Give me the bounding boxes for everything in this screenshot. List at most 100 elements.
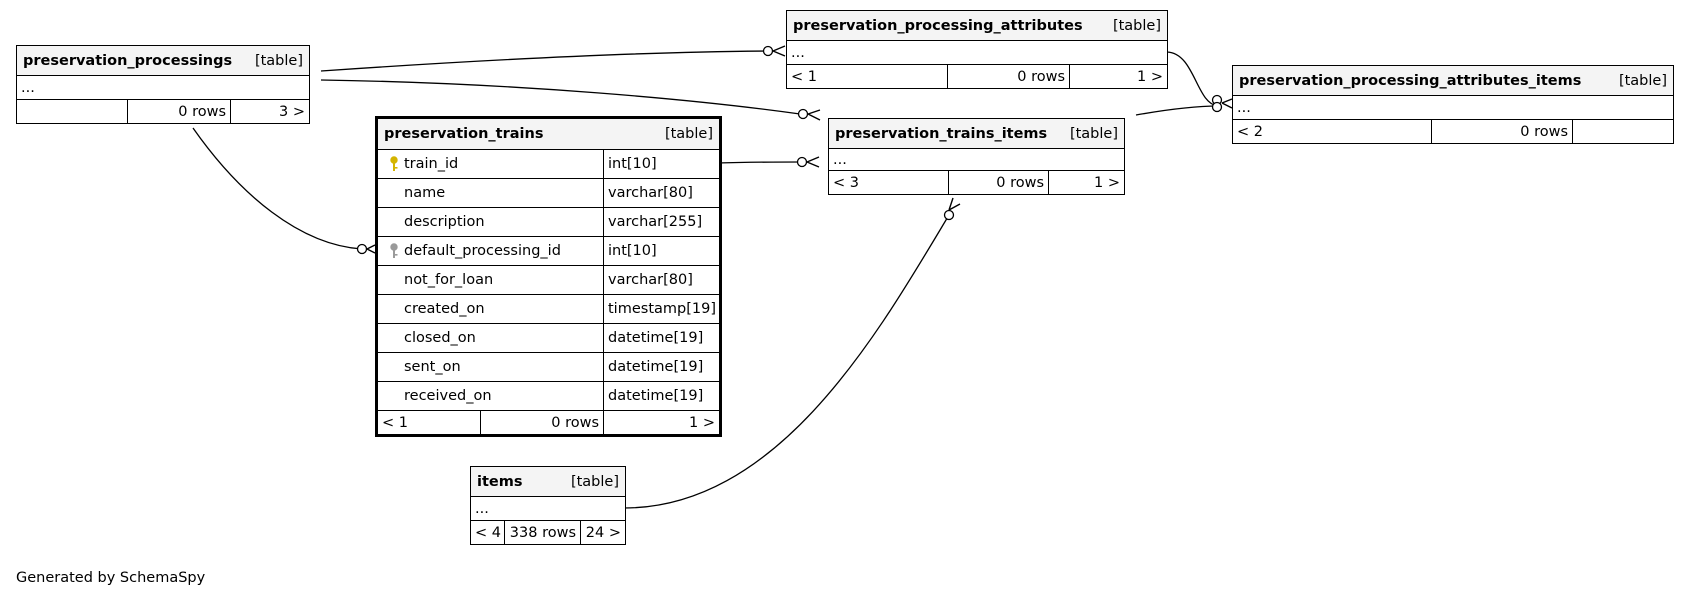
edge-end-circle: [762, 45, 774, 57]
column-type: datetime[19]: [603, 324, 719, 352]
table-name: preservation_processing_attributes_items: [1239, 72, 1582, 89]
column-row[interactable]: name varchar[80]: [378, 178, 719, 207]
column-row[interactable]: received_on datetime[19]: [378, 381, 719, 410]
crowfoot-mark: [366, 244, 376, 254]
children-link[interactable]: 3 >: [230, 100, 309, 123]
children-link[interactable]: 1 >: [603, 411, 719, 434]
table-footer: < 1 0 rows 1 >: [378, 410, 719, 434]
column-name: description: [404, 214, 485, 230]
table-footer: < 1 0 rows 1 >: [787, 64, 1167, 88]
table-name: items: [477, 473, 523, 490]
column-name: received_on: [404, 388, 492, 404]
column-name: not_for_loan: [404, 272, 494, 288]
row-count: 0 rows: [480, 411, 603, 434]
edge-end-circle: [797, 108, 809, 120]
column-name: closed_on: [404, 330, 476, 346]
crowfoot-mark: [948, 197, 961, 211]
crowfoot-mark: [807, 109, 821, 121]
column-type: int[10]: [603, 237, 719, 265]
table-header: preservation_trains [table]: [378, 119, 719, 149]
crowfoot-mark: [1221, 98, 1233, 109]
parents-link[interactable]: [17, 100, 127, 123]
table-footer: < 4 338 rows 24 >: [471, 520, 625, 544]
edge-trains-items-attr-items: [1135, 105, 1219, 116]
edge-end-circle: [943, 209, 955, 221]
column-row[interactable]: description varchar[255]: [378, 207, 719, 236]
parents-link[interactable]: < 1: [382, 414, 408, 431]
edge-end-circle: [796, 156, 808, 168]
table-type: [table]: [664, 126, 713, 142]
table-preservation-processing-attributes[interactable]: preservation_processing_attributes [tabl…: [786, 10, 1168, 89]
edge-attributes-attr-items: [1166, 51, 1219, 107]
column-name-cell: description: [378, 208, 603, 236]
column-name: name: [404, 185, 446, 201]
parents-link[interactable]: < 2: [1237, 123, 1263, 140]
table-items[interactable]: items [table] ... < 4 338 rows 24 >: [470, 466, 626, 545]
children-link[interactable]: 1 >: [1069, 65, 1167, 88]
table-type: [table]: [570, 473, 619, 490]
table-type: [table]: [1069, 125, 1118, 142]
row-count: 338 rows: [504, 521, 580, 544]
table-preservation-processings[interactable]: preservation_processings [table] ... 0 r…: [16, 45, 310, 124]
column-type: datetime[19]: [603, 353, 719, 381]
parents-link[interactable]: < 4: [475, 524, 501, 541]
table-header: preservation_trains_items [table]: [829, 119, 1124, 148]
parents-link[interactable]: < 3: [833, 174, 859, 191]
column-name-cell: closed_on: [378, 324, 603, 352]
row-count: 0 rows: [948, 171, 1048, 194]
table-preservation-processing-attributes-items[interactable]: preservation_processing_attributes_items…: [1232, 65, 1674, 144]
table-header: preservation_processing_attributes [tabl…: [787, 11, 1167, 40]
column-name-cell: received_on: [378, 382, 603, 410]
edge-processings-trains: [192, 127, 363, 250]
column-name: created_on: [404, 301, 485, 317]
ellipsis-text: ...: [475, 500, 489, 517]
gold-key-icon: [384, 156, 404, 172]
table-name: preservation_trains: [384, 126, 544, 142]
parents-link[interactable]: < 1: [791, 68, 817, 85]
children-link[interactable]: [1572, 120, 1673, 143]
table-type: [table]: [1112, 17, 1161, 34]
edge-end-circle: [356, 243, 368, 255]
ellipsis-text: ...: [833, 151, 847, 168]
column-name-cell: sent_on: [378, 353, 603, 381]
column-row[interactable]: sent_on datetime[19]: [378, 352, 719, 381]
column-name-cell: default_processing_id: [378, 237, 603, 265]
column-row[interactable]: train_id int[10]: [378, 149, 719, 178]
edge-processings-trains-items: [320, 79, 801, 115]
table-footer: 0 rows 3 >: [17, 99, 309, 123]
column-name-cell: name: [378, 179, 603, 207]
column-name: sent_on: [404, 359, 461, 375]
table-name: preservation_processing_attributes: [793, 17, 1083, 34]
table-footer: < 3 0 rows 1 >: [829, 170, 1124, 194]
column-row[interactable]: not_for_loan varchar[80]: [378, 265, 719, 294]
column-name-cell: train_id: [378, 150, 603, 178]
column-name-cell: created_on: [378, 295, 603, 323]
column-type: datetime[19]: [603, 382, 719, 410]
ellipsis-text: ...: [791, 44, 805, 61]
table-preservation-trains-items[interactable]: preservation_trains_items [table] ... < …: [828, 118, 1125, 195]
columns-ellipsis: ...: [787, 40, 1167, 64]
column-row[interactable]: created_on timestamp[19]: [378, 294, 719, 323]
table-type: [table]: [1618, 72, 1667, 89]
columns-ellipsis: ...: [829, 148, 1124, 170]
column-row[interactable]: closed_on datetime[19]: [378, 323, 719, 352]
column-name: train_id: [404, 156, 459, 172]
column-row[interactable]: default_processing_id int[10]: [378, 236, 719, 265]
column-type: int[10]: [603, 150, 719, 178]
table-preservation-trains[interactable]: preservation_trains [table] train_id int[…: [375, 116, 722, 437]
table-name: preservation_trains_items: [835, 125, 1048, 142]
table-header: items [table]: [471, 467, 625, 496]
children-link[interactable]: 1 >: [1048, 171, 1124, 194]
edge-end-circle: [1211, 101, 1223, 113]
table-type: [table]: [254, 52, 303, 69]
table-header: preservation_processings [table]: [17, 46, 309, 75]
column-type: timestamp[19]: [603, 295, 719, 323]
columns-ellipsis: ...: [1233, 95, 1673, 119]
column-type: varchar[80]: [603, 179, 719, 207]
column-type: varchar[255]: [603, 208, 719, 236]
column-name: default_processing_id: [404, 243, 561, 259]
column-type: varchar[80]: [603, 266, 719, 294]
children-link[interactable]: 24 >: [580, 521, 625, 544]
table-footer: < 2 0 rows: [1233, 119, 1673, 143]
